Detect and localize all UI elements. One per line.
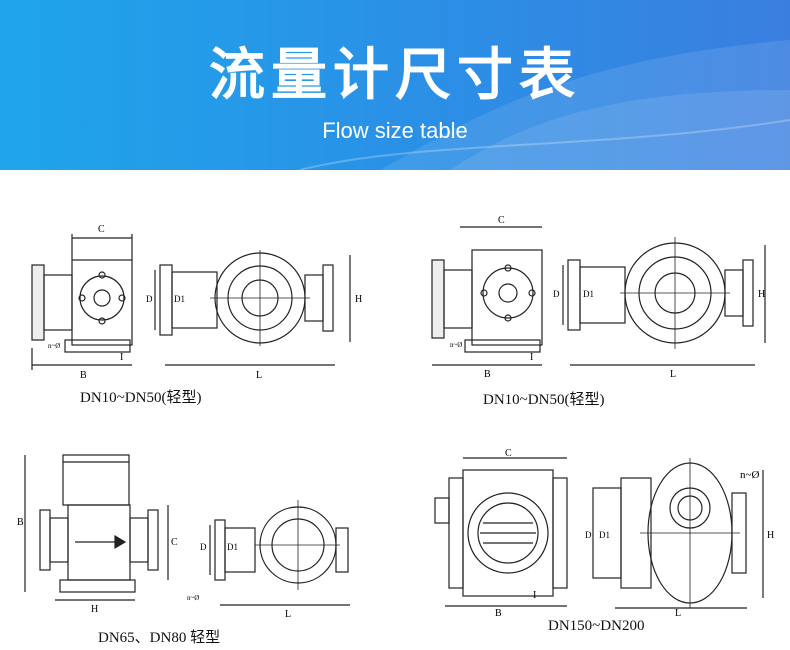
dim-label-c: C <box>498 215 505 226</box>
header-banner: 流量计尺寸表 Flow size table <box>0 0 790 170</box>
drawing-caption-4: DN150~DN200 <box>548 618 645 634</box>
dim-label-i: I <box>530 352 533 363</box>
dim-label-h: H <box>91 604 98 615</box>
dim-label-d1: D1 <box>583 289 594 299</box>
dim-label-l: L <box>675 608 681 616</box>
dim-label-c: C <box>98 224 105 235</box>
dim-label-hole: n~Ø <box>187 594 199 602</box>
dim-label-hole: n~Ø <box>450 341 462 349</box>
dim-label-b: B <box>80 370 87 380</box>
dim-label-hole: n~Ø <box>740 469 759 481</box>
dim-label-d: D <box>146 294 153 304</box>
dim-label-c: C <box>505 448 512 459</box>
dimension-drawing-2: C B I D D1 L H n~Ø <box>431 215 766 380</box>
drawing-caption-1: DN10~DN50(轻型) <box>80 390 202 406</box>
dim-label-b: B <box>17 517 24 528</box>
dim-label-hole: n~Ø <box>48 342 60 350</box>
dimension-drawing-3: B C H D D1 L n~Ø <box>17 454 350 620</box>
dim-label-l: L <box>285 609 291 620</box>
dim-label-l: L <box>256 370 262 380</box>
dimension-drawing-4: C B I D D1 L H n~Ø <box>434 448 774 616</box>
dim-label-d: D <box>585 530 592 540</box>
dim-label-d: D <box>553 289 560 299</box>
dim-label-h: H <box>767 530 774 541</box>
dim-label-h: H <box>758 289 765 300</box>
dim-label-i: I <box>120 352 123 363</box>
dim-label-d: D <box>200 542 207 552</box>
page-title: 流量计尺寸表 <box>209 43 581 108</box>
drawing-caption-2: DN10~DN50(轻型) <box>483 392 605 408</box>
dim-label-h: H <box>355 294 362 305</box>
page-subtitle: Flow size table <box>322 118 468 143</box>
dim-label-b: B <box>495 608 502 616</box>
banner-wave-decoration <box>299 40 790 170</box>
dim-label-d1: D1 <box>174 294 185 304</box>
dim-label-i: I <box>533 590 536 601</box>
drawing-caption-3: DN65、DN80 轻型 <box>98 630 221 646</box>
dim-label-l: L <box>670 369 676 380</box>
dim-label-d1: D1 <box>599 530 610 540</box>
dim-label-d1: D1 <box>227 542 238 552</box>
dimension-drawing-1: C B I D D1 L H n~Ø <box>31 224 362 380</box>
dim-label-b: B <box>484 369 491 380</box>
dim-label-c: C <box>171 537 178 548</box>
